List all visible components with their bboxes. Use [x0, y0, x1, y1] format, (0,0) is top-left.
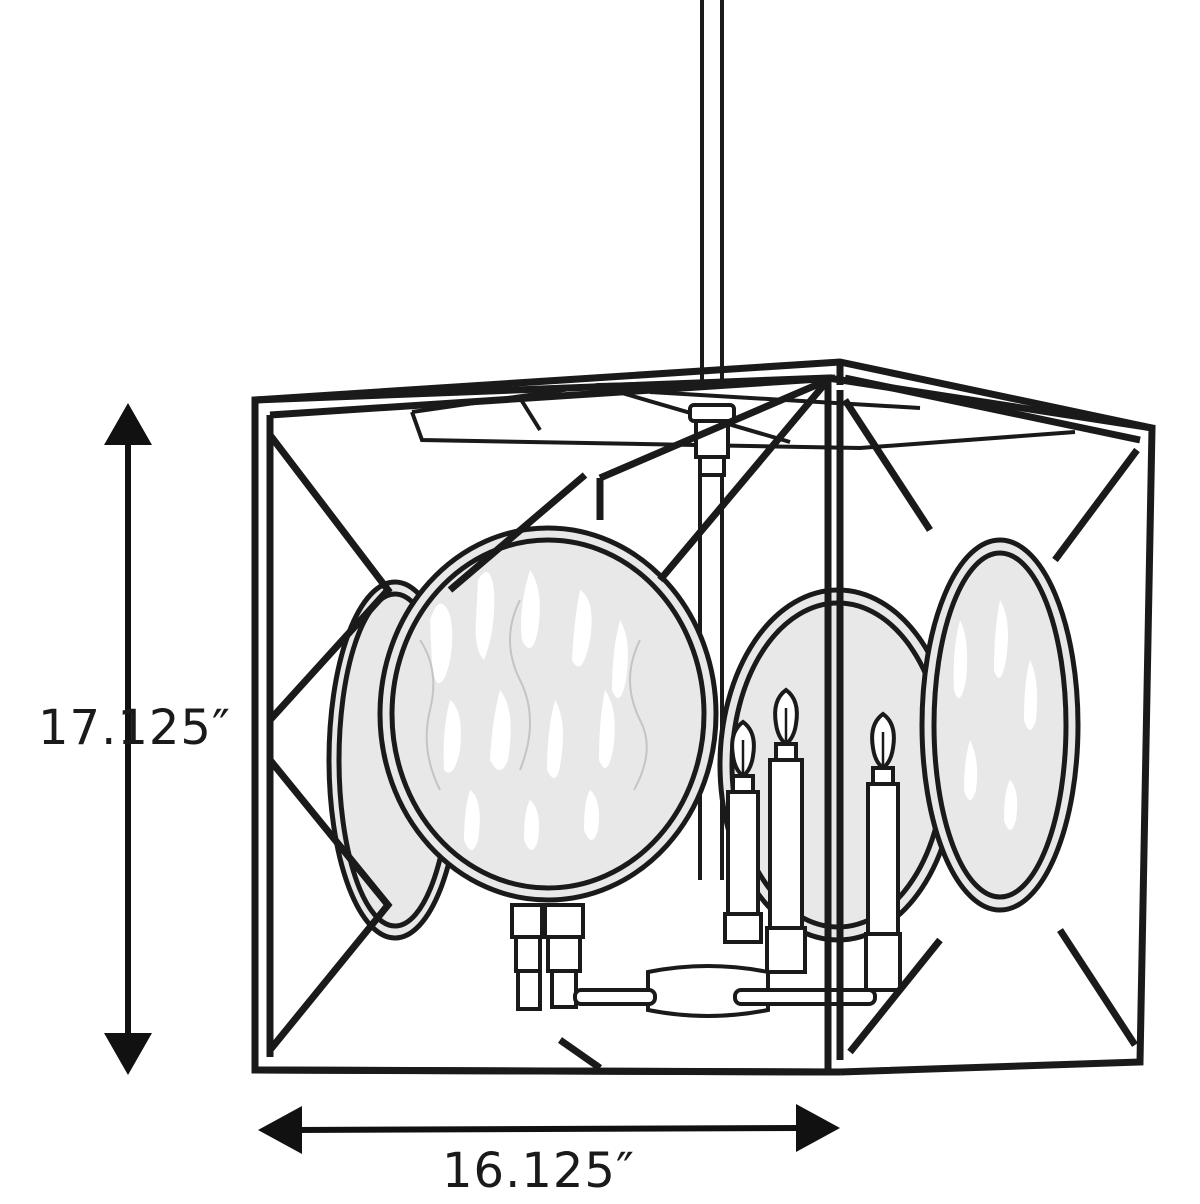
candle-left: [723, 719, 763, 944]
height-dimension-label: 17.125″: [38, 700, 231, 756]
width-dimension-arrow: [258, 1104, 840, 1154]
glass-ripple-texture: [419, 570, 648, 850]
suspension-rod: [700, 0, 724, 380]
candle-back-left: [510, 903, 585, 1011]
candle-right: [864, 711, 902, 992]
candle-middle: [765, 687, 807, 974]
front-glass-panel: [377, 525, 719, 903]
cage-front-frame: [251, 374, 1156, 1076]
candle-lamps: [510, 687, 902, 1011]
height-dimension-arrow: [104, 403, 152, 1075]
right-glass-panel: [919, 537, 1081, 913]
width-dimension-label: 16.125″: [442, 1143, 635, 1199]
right-glass-ripple: [953, 600, 1038, 830]
